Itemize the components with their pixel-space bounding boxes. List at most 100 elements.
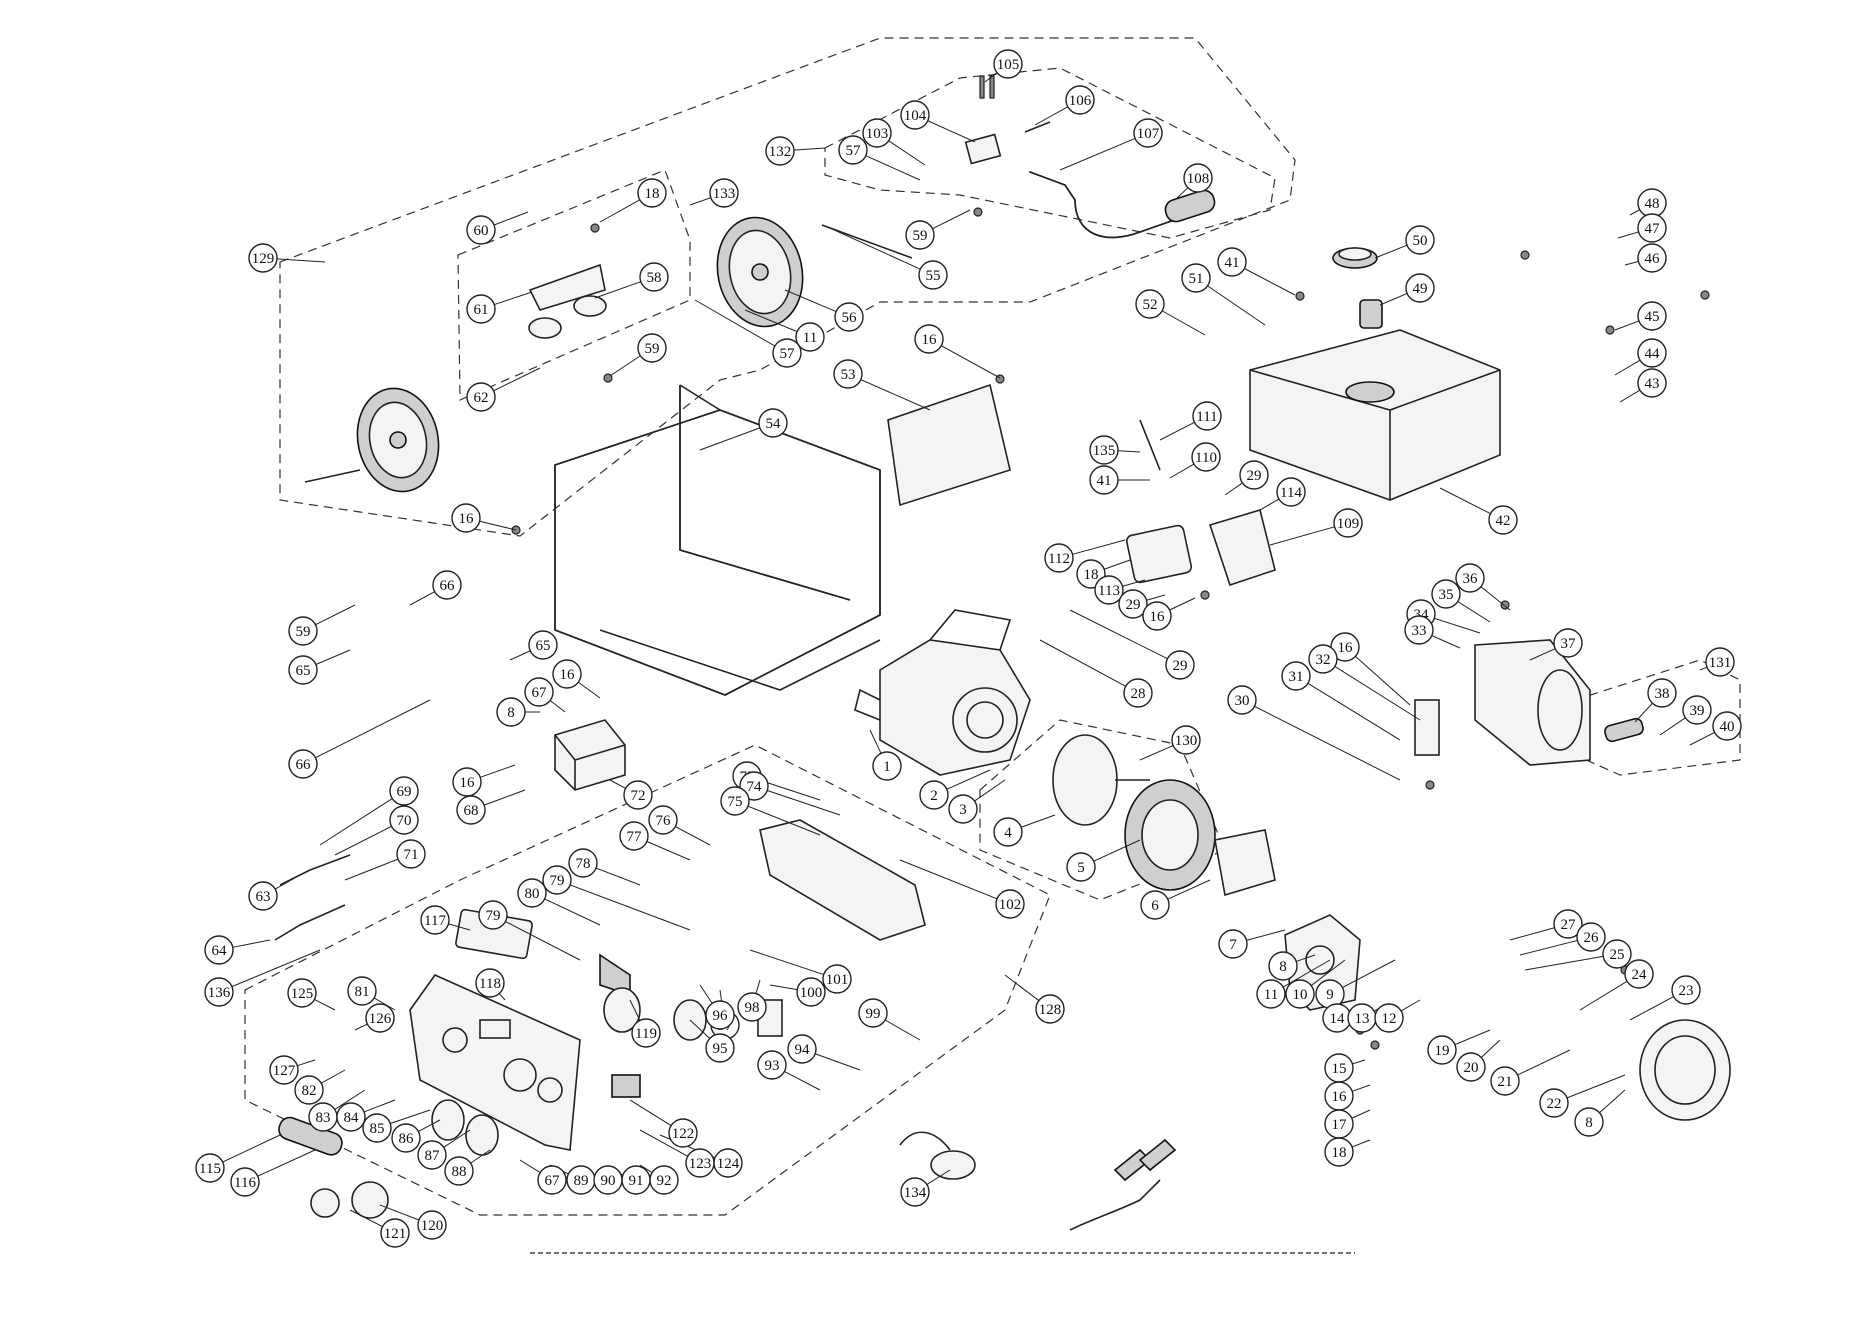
callout-6: 6 <box>1140 890 1170 920</box>
callout-8: 8 <box>1268 951 1298 981</box>
callout-circle <box>417 1210 447 1240</box>
callout-105: 105 <box>993 49 1023 79</box>
callout-24: 24 <box>1624 959 1654 989</box>
callout-20: 20 <box>1456 1052 1486 1082</box>
callout-number: 70 <box>397 813 412 829</box>
callout-number: 127 <box>273 1063 296 1079</box>
callout-69: 69 <box>389 776 419 806</box>
callout-number: 80 <box>525 886 540 902</box>
leader-c118 <box>498 993 506 1001</box>
callout-121: 121 <box>380 1218 410 1248</box>
leader-c28 <box>1039 639 1126 687</box>
callout-56: 56 <box>834 302 864 332</box>
stator <box>1124 779 1216 891</box>
callout-number: 79 <box>550 873 565 889</box>
callout-number: 41 <box>1097 473 1112 489</box>
callout-number: 112 <box>1048 551 1070 567</box>
callout-number: 84 <box>344 1110 360 1126</box>
leader-c71 <box>344 858 399 881</box>
callout-57: 57 <box>772 338 802 368</box>
callout-119: 119 <box>631 1018 661 1048</box>
callout-76: 76 <box>648 805 678 835</box>
callout-number: 129 <box>252 251 275 267</box>
leader-c33 <box>1431 635 1461 649</box>
callout-88: 88 <box>444 1156 474 1186</box>
leader-c8c <box>1599 1089 1626 1114</box>
callout-circle <box>1089 435 1119 465</box>
callout-52: 52 <box>1135 289 1165 319</box>
callout-circle <box>1404 615 1434 645</box>
leader-c86 <box>418 1119 441 1132</box>
callout-circle <box>391 1123 421 1153</box>
leader-c26 <box>1519 939 1578 956</box>
callout-number: 94 <box>795 1042 811 1058</box>
charging-cable <box>1069 1179 1161 1231</box>
callout-number: 76 <box>656 813 672 829</box>
callout-circle <box>796 977 826 1007</box>
callout-circle <box>1140 890 1170 920</box>
callout-number: 75 <box>728 794 743 810</box>
callout-67: 67 <box>537 1165 567 1195</box>
callout-129: 129 <box>248 243 278 273</box>
l14-30-plug <box>310 1188 340 1218</box>
callout-109: 109 <box>1333 508 1363 538</box>
leader-c66a <box>409 591 435 606</box>
callout-47: 47 <box>1637 213 1667 243</box>
spark-plug-cap <box>279 854 351 886</box>
callout-circle <box>833 359 863 389</box>
callout-54: 54 <box>758 408 788 438</box>
callout-circle <box>466 294 496 324</box>
callout-number: 66 <box>440 578 456 594</box>
callout-113: 113 <box>1094 575 1124 605</box>
leader-c27 <box>1509 927 1555 941</box>
callout-number: 29 <box>1126 597 1141 613</box>
callout-91: 91 <box>621 1165 651 1195</box>
callout-circle <box>948 794 978 824</box>
callout-115: 115 <box>195 1153 225 1183</box>
callout-59: 59 <box>288 616 318 646</box>
callout-circle <box>834 302 864 332</box>
callout-107: 107 <box>1133 118 1163 148</box>
leader-c19 <box>1454 1029 1491 1046</box>
callout-circle <box>1123 678 1153 708</box>
callout-circle <box>396 839 426 869</box>
callout-9: 9 <box>1315 979 1345 1009</box>
callout-number: 33 <box>1412 623 1427 639</box>
callout-number: 5 <box>1077 860 1085 876</box>
callout-125: 125 <box>287 978 317 1008</box>
callout-number: 64 <box>212 943 228 959</box>
callout-59: 59 <box>637 333 667 363</box>
callout-circle <box>838 135 868 165</box>
leader-c100 <box>769 984 798 991</box>
callout-circle <box>619 821 649 851</box>
callout-29: 29 <box>1239 460 1269 490</box>
callout-number: 50 <box>1413 233 1428 249</box>
callout-10: 10 <box>1285 979 1315 1009</box>
callout-16: 16 <box>1142 601 1172 631</box>
leader-c29a <box>1224 482 1243 496</box>
callout-16: 16 <box>914 324 944 354</box>
callout-16: 16 <box>1330 632 1360 662</box>
leader-c9 <box>1342 959 1396 988</box>
callout-number: 9 <box>1326 987 1334 1003</box>
callout-circle <box>1035 994 1065 1024</box>
callout-130: 130 <box>1171 725 1201 755</box>
rubber-foot-2 <box>573 295 607 317</box>
callout-14: 14 <box>1322 1003 1352 1033</box>
callout-number: 90 <box>601 1173 616 1189</box>
leader-c12 <box>1400 999 1421 1012</box>
callout-number: 26 <box>1584 930 1600 946</box>
callout-65: 65 <box>288 655 318 685</box>
callout-98: 98 <box>737 992 767 1022</box>
leader-c95 <box>689 1019 711 1039</box>
callout-8: 8 <box>496 697 526 727</box>
callout-circle <box>758 408 788 438</box>
callout-75: 75 <box>720 786 750 816</box>
callout-number: 38 <box>1655 686 1670 702</box>
callout-number: 43 <box>1645 376 1660 392</box>
callout-number: 1 <box>883 759 891 775</box>
leader-c57b <box>694 299 776 347</box>
leader-c45 <box>1614 320 1640 331</box>
leader-c31 <box>1307 682 1401 741</box>
leader-c134 <box>926 1169 951 1185</box>
